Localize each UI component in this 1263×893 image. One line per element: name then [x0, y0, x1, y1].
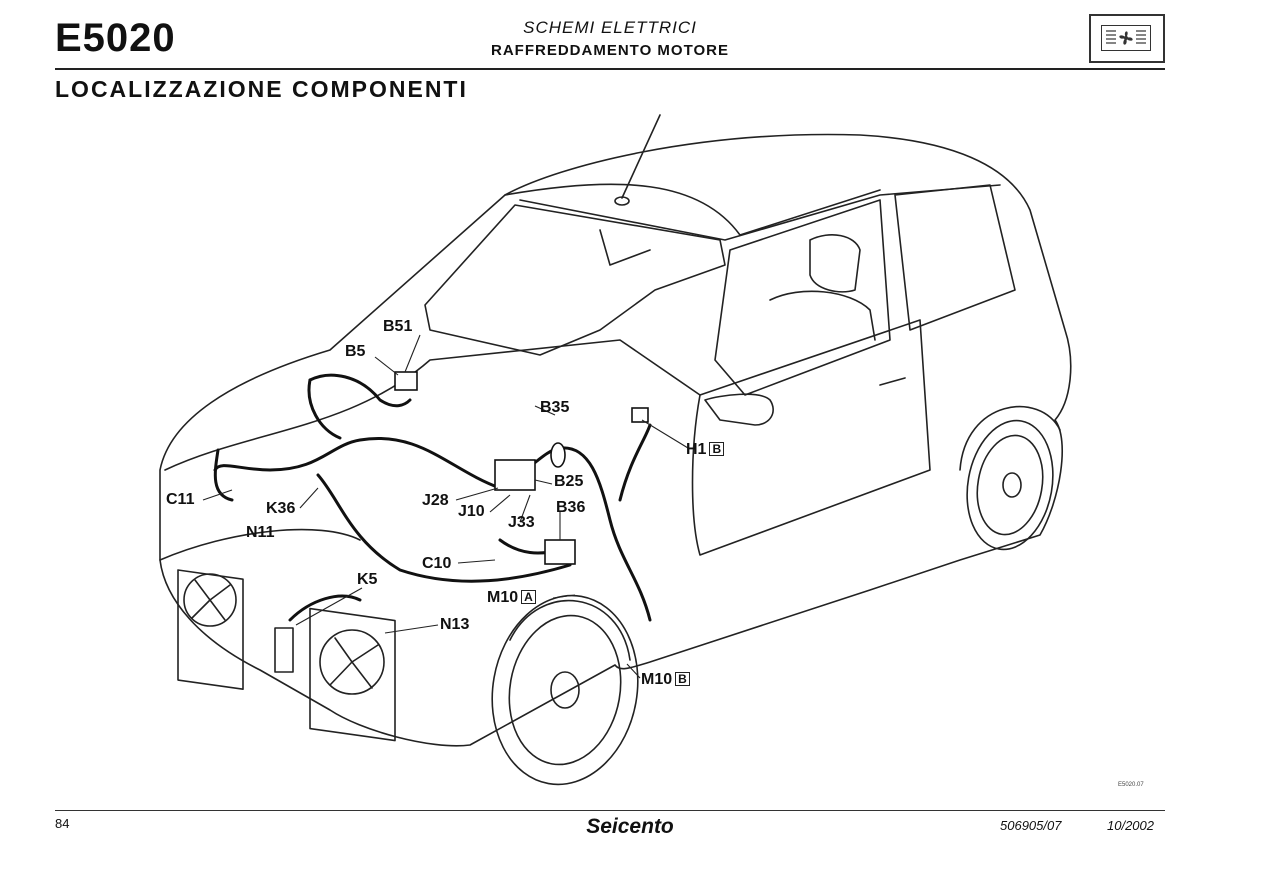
component-blocks — [394, 371, 649, 565]
door — [691, 319, 931, 556]
component-j28 — [550, 442, 566, 468]
label-j33: J33 — [508, 514, 535, 531]
side-mirror — [704, 393, 774, 426]
footer-rule — [55, 810, 1165, 811]
label-m10-b-text: M10 — [641, 671, 673, 688]
document-date: 10/2002 — [1107, 818, 1154, 833]
label-n13: N13 — [440, 616, 470, 633]
rear-wheel — [959, 405, 1061, 551]
fan-icon — [1106, 30, 1146, 45]
subsection-title: RAFFREDDAMENTO MOTORE — [491, 42, 729, 59]
document-code: E5020 — [55, 16, 176, 60]
component-b36 — [544, 539, 576, 565]
label-n11: N11 — [246, 524, 275, 541]
radiator-fan-right — [309, 607, 396, 742]
rear-window — [894, 184, 1016, 331]
label-j28: J28 — [422, 492, 449, 509]
front-wheel — [491, 594, 639, 786]
label-b36: B36 — [556, 499, 586, 516]
component-b35 — [631, 407, 649, 423]
radiator-fan-left — [177, 569, 244, 690]
label-k5: K5 — [357, 571, 378, 588]
document-reference: 506905/07 — [1000, 818, 1062, 833]
component-b5 — [394, 371, 418, 391]
component-b25 — [494, 459, 536, 491]
page-number: 84 — [55, 816, 70, 831]
sensor-cylinder — [274, 627, 294, 673]
leader-lines — [202, 334, 689, 679]
label-b35: B35 — [540, 399, 570, 416]
label-j10: J10 — [458, 503, 485, 520]
label-b5: B5 — [345, 343, 366, 360]
drawing-number: E5020.07 — [1118, 782, 1144, 788]
hood — [164, 339, 701, 471]
label-c10: C10 — [422, 555, 452, 572]
wiring-harness — [213, 373, 652, 622]
brand-name: Seicento — [586, 815, 674, 838]
section-badge — [1089, 14, 1165, 63]
windshield — [424, 204, 726, 356]
label-k36: K36 — [266, 500, 296, 517]
car-body-outline — [159, 133, 1072, 747]
label-h1-text: H1 — [686, 441, 707, 458]
label-m10-b-box: B — [675, 672, 690, 686]
label-b25: B25 — [554, 473, 584, 490]
label-m10-a-box: A — [521, 590, 536, 604]
section-title: SCHEMI ELETTRICI — [523, 18, 697, 37]
side-window — [714, 199, 891, 396]
label-m10-a-text: M10 — [487, 589, 519, 606]
badge-frame — [1101, 25, 1151, 51]
page-title: LOCALIZZAZIONE COMPONENTI — [55, 76, 468, 102]
label-b51: B51 — [383, 318, 413, 335]
label-c11: C11 — [166, 491, 195, 508]
header-rule — [55, 68, 1165, 70]
label-h1-box: B — [709, 442, 725, 456]
